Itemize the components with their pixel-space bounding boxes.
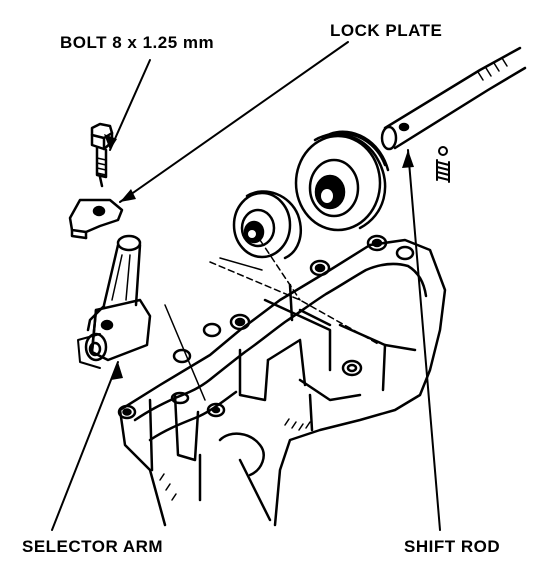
arrowheads (104, 134, 414, 380)
shift-rod (380, 46, 527, 151)
leader-lines (51, 41, 441, 531)
shift-rod-label: SHIFT ROD (404, 537, 501, 556)
lock-plate-arrowhead (120, 189, 136, 202)
small-bearing (232, 190, 302, 260)
bolt-leader-line (109, 59, 151, 151)
detent-spring (436, 146, 450, 183)
selector-arm-arrowhead (111, 362, 123, 380)
selector-arm-leader-line (51, 361, 119, 531)
lock-plate-leader-line (119, 41, 349, 203)
transmission-case (117, 234, 447, 527)
guide-lines-solid (164, 257, 263, 401)
bolt-label: BOLT 8 x 1.25 mm (60, 33, 215, 52)
shift-rod-arrowhead (402, 150, 414, 168)
selector-arm-label: SELECTOR ARM (22, 537, 164, 556)
large-seal (294, 130, 390, 232)
bolt-arrowhead (104, 134, 117, 150)
shift-rod-leader-line (407, 149, 441, 531)
assembly-guide-lines (209, 239, 381, 346)
selector-arm-part (77, 234, 152, 369)
bolt-part (90, 122, 114, 188)
lock-plate-label: LOCK PLATE (330, 21, 443, 40)
lock-plate-part (68, 198, 124, 240)
